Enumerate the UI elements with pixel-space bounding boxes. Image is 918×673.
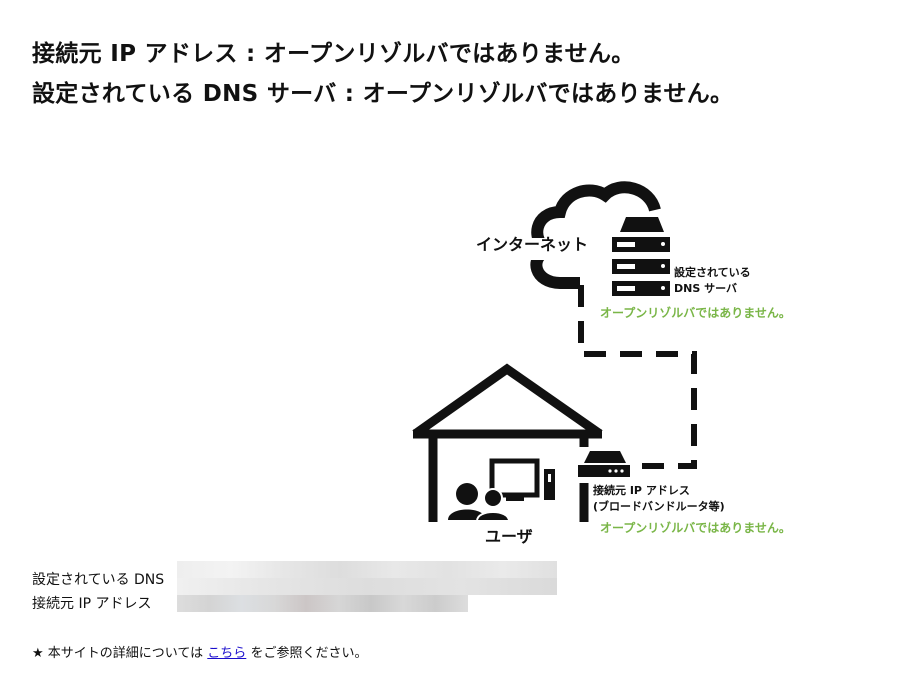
dns-info-label: 設定されている DNS [32, 572, 165, 588]
router-label-line2: (ブロードバンドルータ等) [593, 499, 725, 513]
note-suffix: をご参照ください。 [250, 646, 368, 661]
users-icon [448, 483, 511, 522]
note-prefix: ★ 本サイトの詳細については [32, 646, 204, 661]
router-icon [578, 451, 630, 477]
headline-ip-status: 接続元 IP アドレス : オープンリゾルバではありません。 [32, 41, 635, 67]
dns-label-line1: 設定されている [674, 265, 751, 279]
details-note: ★ 本サイトの詳細については こちら をご参照ください。 [32, 642, 367, 661]
headline-dns-status: 設定されている DNS サーバ : オープンリゾルバではありません。 [32, 81, 734, 107]
ip-info-row: 接続元 IP アドレス [32, 593, 151, 613]
router-status: オープンリゾルバではありません。 [600, 520, 791, 535]
user-label: ユーザ [485, 527, 533, 546]
house-icon [412, 363, 603, 522]
router-label-line1: 接続元 IP アドレス [593, 483, 690, 497]
computer-icon [489, 458, 555, 501]
connection-line [578, 285, 697, 469]
details-link[interactable]: こちら [207, 646, 247, 661]
redacted-dns-value [177, 561, 557, 578]
internet-label: インターネット [476, 235, 588, 254]
cloud-icon [530, 181, 661, 289]
redacted-dns-value-2 [177, 578, 557, 595]
dns-server-icon [612, 217, 670, 296]
dns-info-row: 設定されている DNS [32, 569, 164, 589]
dns-label-line2: DNS サーバ [674, 282, 737, 295]
ip-info-label: 接続元 IP アドレス [32, 596, 152, 612]
dns-status: オープンリゾルバではありません。 [600, 305, 791, 320]
redacted-ip-value [177, 595, 468, 612]
